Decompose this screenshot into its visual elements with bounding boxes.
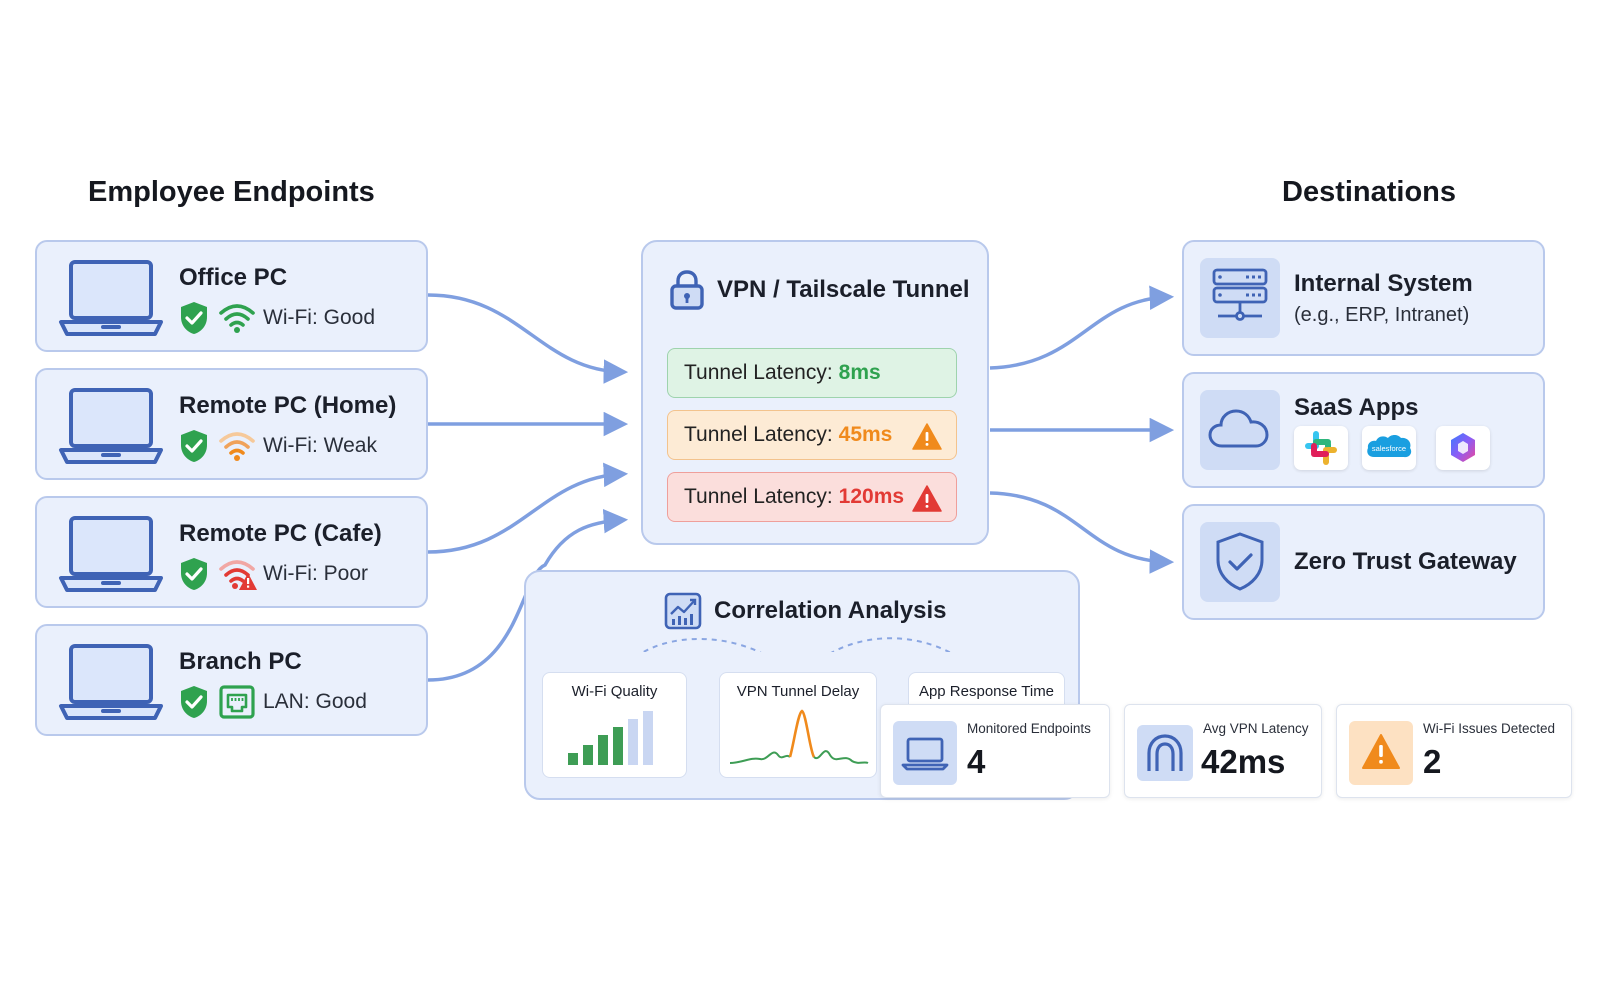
laptop-icon (59, 516, 163, 592)
server-icon (1200, 258, 1280, 338)
stat-card-wifi-issues[interactable]: Wi-Fi Issues Detected 2 (1336, 704, 1572, 798)
endpoint-card-cafe[interactable]: Remote PC (Cafe) Wi-Fi: Poor (35, 496, 428, 608)
warning-icon (1349, 721, 1413, 785)
stat-label: Wi-Fi Issues Detected (1423, 721, 1556, 736)
correlation-analysis-panel[interactable]: Correlation Analysis Wi-Fi Quality VPN T… (524, 570, 1080, 800)
analytics-chart-icon (664, 592, 702, 630)
latency-label: Tunnel Latency: (684, 485, 833, 508)
stat-label: Monitored Endpoints (967, 721, 1091, 736)
chart-label: VPN Tunnel Delay (736, 683, 860, 700)
destination-subtitle: (e.g., ERP, Intranet) (1294, 304, 1470, 326)
lock-icon (670, 270, 704, 310)
shield-check-icon (1200, 522, 1280, 602)
arrow-cafe-to-vpn (427, 462, 629, 554)
laptop-icon (59, 260, 163, 336)
arrow-vpn-to-internal (989, 285, 1175, 370)
stat-label: Avg VPN Latency (1203, 721, 1309, 736)
stat-value: 42ms (1201, 743, 1286, 780)
latency-row-critical: Tunnel Latency: 120ms (667, 472, 957, 522)
shield-check-icon (181, 686, 207, 718)
latency-row-good: Tunnel Latency: 8ms (667, 348, 957, 398)
destination-card-zero-trust[interactable]: Zero Trust Gateway (1182, 504, 1545, 620)
latency-value: 120ms (838, 485, 905, 508)
shield-check-icon (181, 430, 207, 462)
destinations-heading: Destinations (1282, 176, 1457, 208)
salesforce-logo-text: salesforce (1372, 444, 1406, 453)
vpn-title: VPN / Tailscale Tunnel (717, 276, 970, 303)
stat-card-monitored-endpoints[interactable]: Monitored Endpoints 4 (880, 704, 1110, 798)
warning-icon (912, 423, 942, 450)
endpoint-status: LAN: Good (263, 690, 367, 713)
wifi-good-icon (219, 304, 255, 333)
destination-card-internal[interactable]: Internal System (e.g., ERP, Intranet) (1182, 240, 1545, 356)
endpoint-name: Office PC (179, 264, 288, 291)
wifi-poor-warning-icon (219, 560, 257, 590)
signal-bars-graphic (568, 711, 653, 765)
laptop-icon (59, 388, 163, 464)
endpoint-status: Wi-Fi: Good (263, 306, 376, 329)
vpn-tunnel-delay-chart[interactable]: VPN Tunnel Delay (719, 672, 877, 778)
copilot-logo-icon (1436, 426, 1490, 470)
cloud-icon (1200, 390, 1280, 470)
wifi-weak-icon (219, 432, 255, 461)
stat-card-avg-vpn-latency[interactable]: Avg VPN Latency 42ms (1124, 704, 1322, 798)
latency-value: 45ms (838, 423, 893, 446)
destination-title: SaaS Apps (1294, 394, 1419, 421)
arrow-vpn-to-zerotrust (989, 491, 1175, 574)
stat-value: 4 (967, 743, 986, 780)
correlation-title: Correlation Analysis (714, 597, 947, 624)
shield-check-icon (181, 558, 207, 590)
salesforce-logo-icon: salesforce (1362, 426, 1416, 470)
laptop-icon (59, 644, 163, 720)
shield-check-icon (181, 302, 207, 334)
vpn-tunnel-card[interactable]: VPN / Tailscale Tunnel Tunnel Latency: 8… (641, 240, 989, 545)
endpoint-name: Remote PC (Home) (179, 392, 397, 419)
wifi-quality-chart[interactable]: Wi-Fi Quality (542, 672, 687, 778)
arrow-office-to-vpn (427, 293, 629, 384)
latency-row-warning: Tunnel Latency: 45ms (667, 410, 957, 460)
endpoint-name: Branch PC (179, 648, 302, 675)
chart-label: Wi-Fi Quality (571, 683, 658, 700)
ethernet-port-icon (219, 685, 255, 719)
latency-label: Tunnel Latency: (684, 361, 833, 384)
latency-value: 8ms (838, 361, 881, 384)
latency-label: Tunnel Latency: (684, 423, 833, 446)
destination-title: Internal System (1294, 270, 1473, 297)
endpoints-heading: Employee Endpoints (88, 176, 375, 208)
destination-title: Zero Trust Gateway (1294, 548, 1517, 575)
endpoint-card-home[interactable]: Remote PC (Home) Wi-Fi: Weak (35, 368, 428, 480)
delay-spike-graphic (729, 709, 869, 764)
slack-logo-icon (1294, 426, 1348, 470)
endpoint-status: Wi-Fi: Weak (263, 434, 377, 457)
endpoint-status: Wi-Fi: Poor (263, 562, 368, 585)
endpoint-card-office[interactable]: Office PC Wi-Fi: Good (35, 240, 428, 352)
destination-card-saas[interactable]: SaaS Apps salesforce (1182, 372, 1545, 488)
warning-icon (912, 485, 942, 512)
tunnel-icon (1137, 725, 1193, 781)
laptop-icon (893, 721, 957, 785)
endpoint-name: Remote PC (Cafe) (179, 520, 382, 547)
correlation-links (641, 637, 951, 652)
endpoint-card-branch[interactable]: Branch PC LAN: Good (35, 624, 428, 736)
chart-label: App Response Time (918, 683, 1055, 700)
stat-value: 2 (1423, 743, 1442, 780)
